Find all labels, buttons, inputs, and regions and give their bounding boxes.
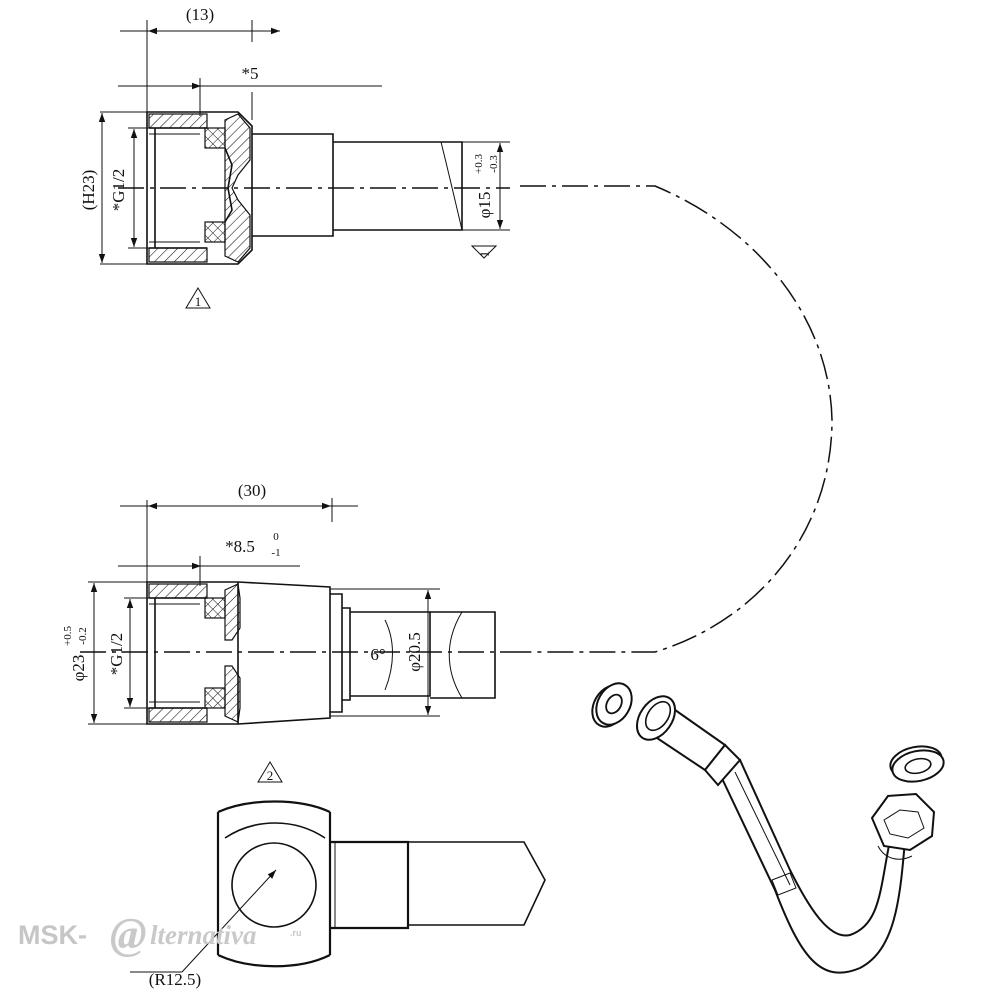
bottom-dim-depth-tol-upper: 0: [273, 531, 279, 543]
bottom-dim-neck-label: φ20.5: [405, 632, 424, 672]
hose-path: [520, 185, 833, 653]
bottom-dim-diameter-base: φ23: [69, 655, 88, 682]
isometric-hose-illustration: [591, 682, 945, 974]
bottom-dim-depth-base: *8.5: [225, 537, 255, 556]
bottom-dim-diameter: φ23 +0.5 -0.2: [62, 581, 147, 725]
watermark-suffix: lternativa: [150, 920, 257, 950]
detail-radius-label: (R12.5): [149, 970, 201, 989]
watermark-prefix: MSK-: [18, 920, 87, 950]
bottom-dim-thread-label: *G1/2: [107, 633, 126, 676]
top-fitting: (13) *5: [79, 5, 510, 309]
bottom-dim-diameter-tol-lower: -0.2: [77, 627, 89, 644]
washer-right: [889, 745, 945, 783]
top-dim-diameter-base: φ15: [475, 192, 494, 219]
top-dim-depth: *5: [118, 64, 382, 120]
top-dim-diameter-tol-lower: -0.3: [488, 155, 500, 173]
top-dim-thread-label: *G1/2: [109, 169, 128, 212]
top-note-marker-a: 1: [185, 287, 211, 309]
bottom-dim-depth-tol-lower: -1: [271, 547, 280, 559]
bottom-fitting: (30) *8.5 0 -1: [62, 481, 520, 783]
hex-nut: [870, 792, 936, 860]
top-dim-height-label: (H23): [79, 170, 98, 211]
bottom-dim-thread: *G1/2: [107, 597, 149, 709]
svg-text:1: 1: [477, 251, 492, 258]
top-fitting-body: [146, 111, 463, 265]
top-dim-length: (13): [120, 5, 280, 116]
bottom-note-marker: 2: [257, 761, 283, 783]
top-dim-diameter-tol-upper: +0.3: [473, 154, 485, 174]
top-dim-thread: *G1/2: [109, 127, 149, 249]
top-dim-diameter: φ15 +0.3 -0.3: [462, 141, 510, 231]
bottom-dim-depth: *8.5 0 -1: [118, 531, 300, 586]
svg-text:1: 1: [195, 294, 202, 309]
bottom-fitting-body: [146, 581, 496, 725]
hose-tube: [716, 758, 907, 974]
watermark-domain: .ru: [290, 928, 302, 938]
detail-view: (R12.5): [130, 800, 546, 989]
watermark-at-logo: @: [110, 909, 147, 958]
svg-text:6°: 6°: [370, 645, 385, 664]
washer-left: [591, 682, 633, 728]
crimp-sleeve: [635, 695, 742, 787]
top-dim-height: (H23): [79, 111, 147, 265]
bottom-dim-angle: 6°: [370, 619, 393, 691]
bottom-dim-diameter-tol-upper: +0.5: [62, 626, 74, 646]
top-dim-depth-label: *5: [242, 64, 259, 83]
watermark: MSK- @ lternativa .ru: [18, 909, 302, 958]
bottom-dim-length: (30): [120, 481, 358, 582]
top-dim-length-label: (13): [186, 5, 214, 24]
top-note-marker-b: 1: [470, 245, 498, 259]
svg-text:2: 2: [267, 768, 274, 783]
bottom-dim-length-label: (30): [238, 481, 266, 500]
detail-radius-leader: [181, 869, 277, 973]
bottom-dim-neck: φ20.5: [330, 588, 440, 717]
